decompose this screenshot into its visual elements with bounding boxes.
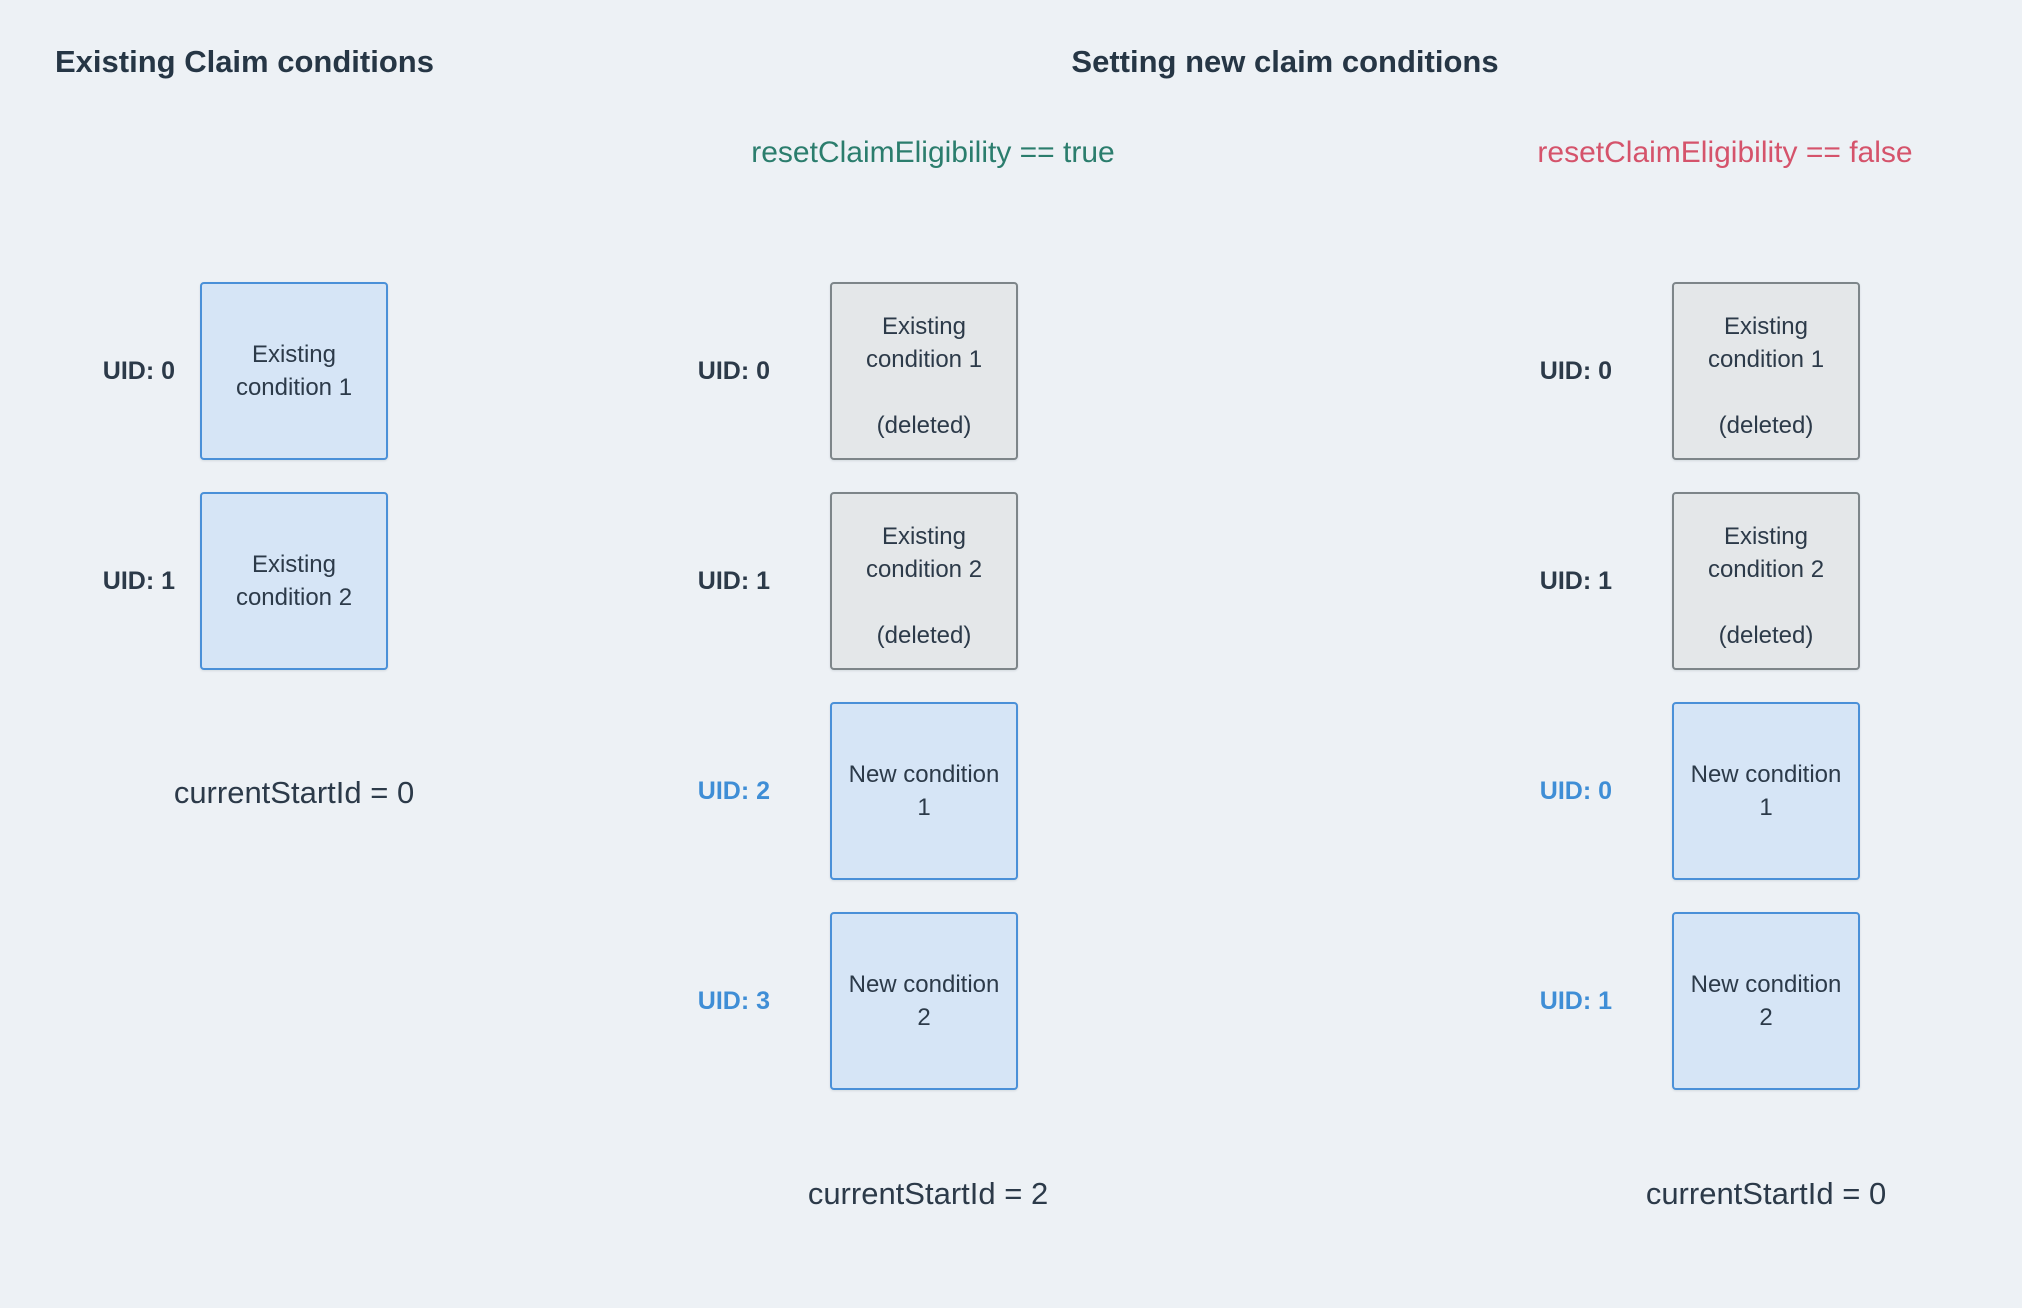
uid-label: UID: 3 <box>697 987 770 1015</box>
condition-box-label: Existing condition 2 <box>865 523 983 583</box>
uid-label: UID: 1 <box>697 567 770 595</box>
uid-label: UID: 2 <box>697 777 770 805</box>
setting-claims-section-title: Setting new claim conditions <box>1071 44 1499 79</box>
condition-box-label: New condition 2 <box>1690 971 1842 1031</box>
deleted-note: (deleted) <box>1718 622 1814 649</box>
deleted-note: (deleted) <box>876 412 972 439</box>
condition-box-label: New condition 2 <box>848 971 1000 1031</box>
deleted-note: (deleted) <box>1718 412 1814 439</box>
condition-box-label: Existing condition 1 <box>1707 313 1825 373</box>
condition-box: Existing condition 2 (deleted) <box>830 492 1018 670</box>
current-start-id-existing: currentStartId = 0 <box>173 775 415 810</box>
condition-box: New condition 1 <box>830 702 1018 880</box>
condition-box: Existing condition 1 (deleted) <box>830 282 1018 460</box>
condition-box-label: Existing condition 2 <box>1707 523 1825 583</box>
condition-box-label: New condition 1 <box>848 761 1000 821</box>
condition-box: Existing condition 1 <box>200 282 388 460</box>
condition-box-label: Existing condition 1 <box>235 341 353 401</box>
uid-label: UID: 0 <box>102 357 175 385</box>
condition-box: New condition 2 <box>1672 912 1860 1090</box>
uid-label: UID: 1 <box>102 567 175 595</box>
uid-label: UID: 0 <box>697 357 770 385</box>
current-start-id-true: currentStartId = 2 <box>807 1176 1049 1211</box>
uid-label: UID: 1 <box>1539 567 1612 595</box>
uid-label: UID: 0 <box>1539 357 1612 385</box>
condition-box-label: New condition 1 <box>1690 761 1842 821</box>
condition-box-label: Existing condition 1 <box>865 313 983 373</box>
condition-box: Existing condition 2 <box>200 492 388 670</box>
reset-eligibility-true-subtitle: resetClaimEligibility == true <box>751 136 1115 169</box>
reset-eligibility-false-subtitle: resetClaimEligibility == false <box>1537 136 1913 169</box>
condition-box: New condition 2 <box>830 912 1018 1090</box>
condition-box: New condition 1 <box>1672 702 1860 880</box>
condition-box: Existing condition 2 (deleted) <box>1672 492 1860 670</box>
condition-box-label: Existing condition 2 <box>235 551 353 611</box>
existing-claims-section-title: Existing Claim conditions <box>55 44 434 79</box>
current-start-id-false: currentStartId = 0 <box>1645 1176 1887 1211</box>
condition-box: Existing condition 1 (deleted) <box>1672 282 1860 460</box>
uid-label: UID: 0 <box>1539 777 1612 805</box>
uid-label: UID: 1 <box>1539 987 1612 1015</box>
deleted-note: (deleted) <box>876 622 972 649</box>
